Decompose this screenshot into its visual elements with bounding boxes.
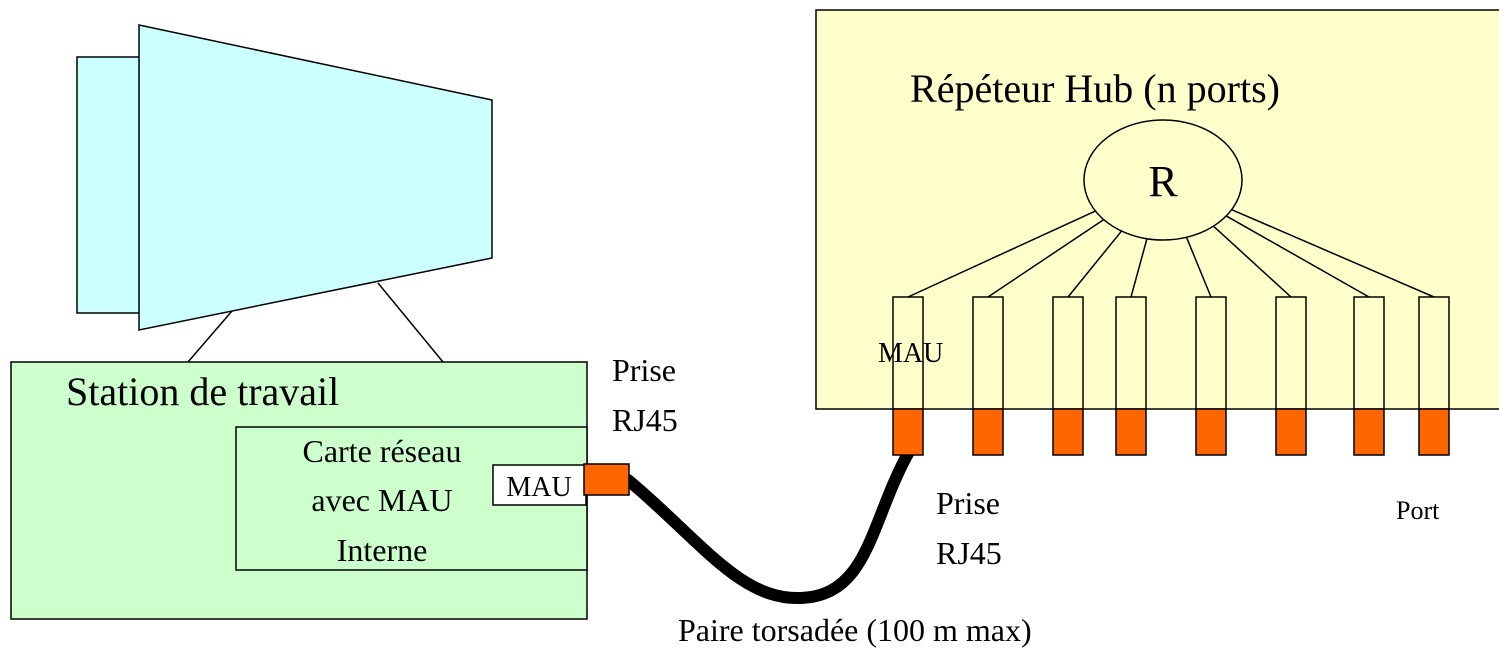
workstation: Station de travail Carte réseau avec MAU…	[10, 361, 588, 620]
workstation-title: Station de travail	[66, 369, 339, 414]
hub-mau-label: MAU	[878, 338, 943, 369]
hub-port-link-6	[1212, 225, 1292, 298]
hub-port-mau-5	[1195, 296, 1227, 410]
hub-port-mau-4	[1115, 296, 1147, 410]
hub-port-link-1	[907, 210, 1096, 298]
network-card-label-1: Carte réseau	[302, 433, 461, 469]
monitor-stand-left	[187, 310, 233, 363]
prise-left-line2: RJ45	[612, 402, 678, 438]
hub-rj45-connector-2[interactable]	[972, 408, 1004, 456]
hub-title: Répéteur Hub (n ports)	[910, 66, 1280, 111]
hub-port-mau-3	[1052, 296, 1084, 410]
hub-port-mau-1	[892, 296, 924, 410]
hub-port-mau-7	[1353, 296, 1385, 410]
workstation-mau-box	[492, 464, 587, 506]
workstation-mau-label: MAU	[506, 472, 571, 503]
network-card-label-3: Interne	[337, 532, 428, 568]
cable-label: Paire torsadée (100 m max)	[678, 612, 1032, 648]
hub-port-link-2	[987, 219, 1105, 298]
workstation-rj45-connector[interactable]	[583, 463, 630, 496]
monitor-screen	[138, 24, 493, 331]
hub-rj45-connector-1[interactable]	[892, 408, 924, 456]
hub-lines	[907, 208, 1435, 298]
hub-ports	[892, 296, 1450, 456]
network-card-label-2: avec MAU	[311, 482, 452, 518]
monitor-stand-right	[377, 282, 444, 363]
hub-port-mau-2	[972, 296, 1004, 410]
hub-port-mau-6	[1275, 296, 1307, 410]
monitor-back	[76, 56, 142, 314]
hub-port-link-7	[1225, 215, 1370, 298]
hub-rj45-connector-7[interactable]	[1353, 408, 1385, 456]
hub-port-link-5	[1185, 236, 1212, 298]
port-label: Port	[1396, 496, 1440, 525]
hub-port-link-4	[1130, 238, 1148, 298]
hub: Répéteur Hub (n ports) R MAU	[815, 9, 1499, 456]
hub-port-mau-8	[1418, 296, 1450, 410]
hub-port-link-3	[1067, 230, 1123, 298]
hub-rj45-connector-4[interactable]	[1115, 408, 1147, 456]
repeater-label: R	[1148, 157, 1178, 206]
hub-rj45-connector-8[interactable]	[1418, 408, 1450, 456]
hub-rj45-connector-6[interactable]	[1275, 408, 1307, 456]
monitor	[76, 24, 493, 363]
twisted-pair-cable	[622, 444, 916, 605]
hub-port-link-8	[1231, 208, 1435, 298]
hub-rj45-connector-5[interactable]	[1195, 408, 1227, 456]
prise-left-line1: Prise	[612, 352, 676, 388]
hub-rj45-connector-3[interactable]	[1052, 408, 1084, 456]
prise-right-line1: Prise	[936, 485, 1000, 521]
prise-right-line2: RJ45	[936, 535, 1002, 571]
repeater-circle	[1083, 119, 1243, 241]
